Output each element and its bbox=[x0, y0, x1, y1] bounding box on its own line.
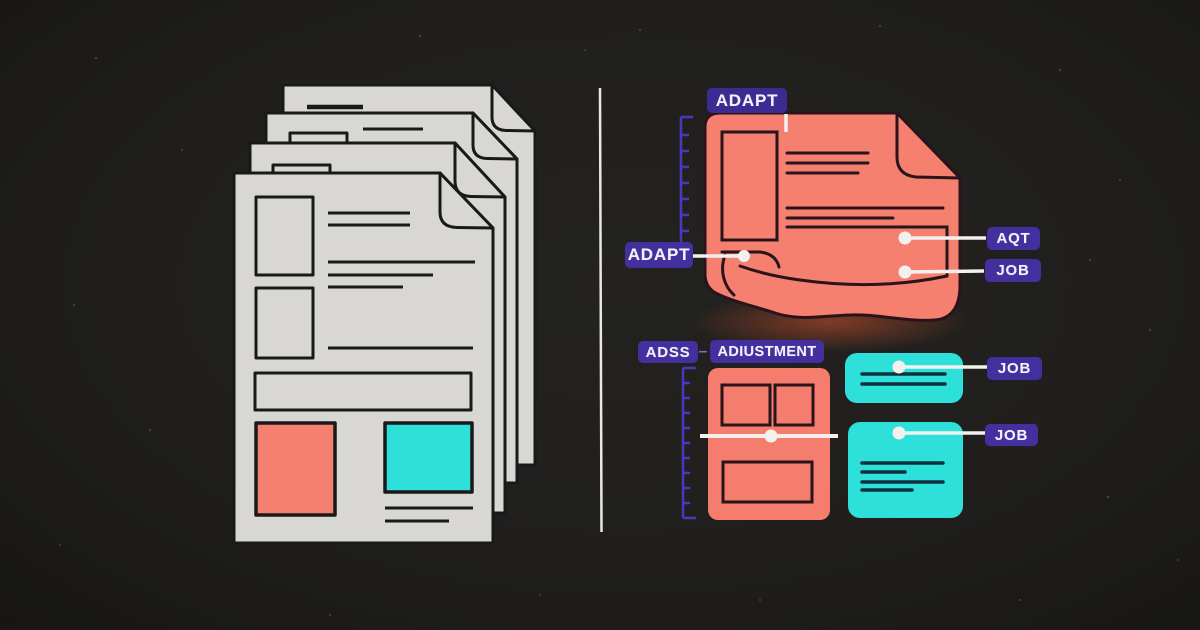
label-adjustment: ADIUSTMENT bbox=[710, 340, 824, 363]
connector-dot bbox=[764, 429, 778, 443]
section-bar bbox=[253, 371, 473, 412]
callout-connectors-top bbox=[692, 114, 986, 279]
ruler-bottom bbox=[681, 366, 696, 520]
paper-fold-corner bbox=[438, 171, 495, 230]
connector-dot bbox=[738, 250, 750, 262]
stack-paper-front bbox=[232, 171, 495, 545]
job-card-2 bbox=[848, 422, 986, 518]
label-adapt-top: ADAPT bbox=[707, 88, 787, 113]
label-aqt: AQT bbox=[987, 227, 1040, 250]
block-placeholder bbox=[721, 460, 814, 504]
block-placeholder bbox=[720, 383, 772, 427]
coral-swatch bbox=[254, 421, 337, 517]
block-placeholder bbox=[773, 383, 815, 427]
label-adapt-left: ADAPT bbox=[625, 242, 693, 268]
label-job-top: JOB bbox=[985, 259, 1041, 282]
label-separator: – bbox=[698, 343, 708, 360]
connector-dot bbox=[892, 360, 906, 374]
document-stack bbox=[232, 83, 537, 545]
adapted-document bbox=[703, 111, 962, 322]
divider-line bbox=[598, 87, 603, 533]
label-job-bottom: JOB bbox=[985, 424, 1038, 446]
paper-fold-corner bbox=[895, 111, 962, 180]
connector-dot bbox=[898, 231, 912, 245]
cyan-swatch bbox=[383, 421, 474, 494]
label-adss: ADSS bbox=[638, 341, 698, 363]
paper-fold-corner bbox=[490, 83, 537, 133]
connector-dot bbox=[892, 426, 906, 440]
adjustment-card bbox=[700, 368, 838, 520]
photo-placeholder bbox=[254, 286, 315, 360]
job-card-1 bbox=[845, 353, 988, 403]
ruler-top bbox=[679, 115, 693, 247]
background-speckles bbox=[58, 24, 1180, 617]
photo-placeholder bbox=[720, 130, 779, 242]
connector-dot bbox=[898, 265, 912, 279]
photo-placeholder bbox=[254, 195, 315, 277]
paper-fold-corner bbox=[471, 111, 519, 161]
label-job-middle: JOB bbox=[987, 357, 1042, 380]
